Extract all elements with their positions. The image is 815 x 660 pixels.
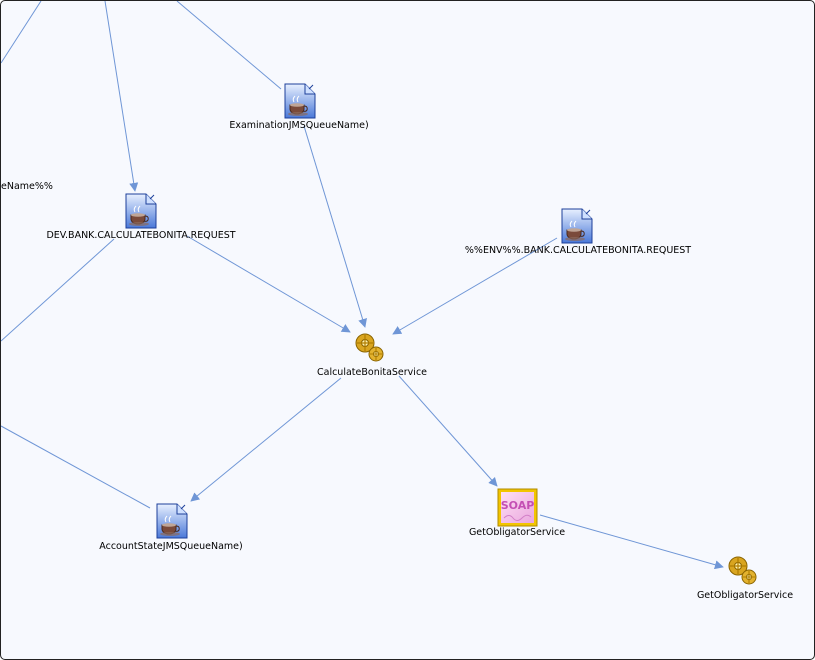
edge-left-to-account-state	[1, 425, 151, 509]
dev-bank-queue-node[interactable]	[122, 193, 158, 234]
service-gear-icon	[727, 554, 759, 586]
edge-examination-to-calc-service	[303, 125, 367, 328]
jms-queue-doc-icon	[153, 503, 189, 539]
calculate-bonita-service-node[interactable]	[354, 331, 386, 368]
edge-offscreen-to-dev-bank	[104, 1, 139, 192]
account-state-queue-node[interactable]	[153, 503, 189, 544]
env-bank-queue-node[interactable]	[558, 208, 594, 249]
edge-calc-service-to-account-state	[190, 377, 342, 502]
get-obligator-soap-label: GetObligatorService	[468, 527, 566, 538]
edge-calc-service-to-soap	[398, 375, 498, 487]
account-state-queue-label: AccountStateJMSQueueName)	[99, 541, 243, 552]
edge-dev-bank-to-left	[1, 238, 115, 342]
get-obligator-soap-node[interactable]: SOAP	[497, 488, 538, 533]
edge-offscreen-left-curve	[1, 1, 42, 64]
edge-dev-bank-to-calc-service	[186, 235, 351, 333]
env-bank-queue-label: %%ENV%%.BANK.CALCULATEBONITA.REQUEST	[464, 245, 692, 256]
calculate-bonita-service-label: CalculateBonitaService	[316, 367, 428, 378]
edge-soap-to-get-obligator	[539, 514, 724, 570]
jms-queue-doc-icon	[558, 208, 594, 244]
edge-offscreen-to-examination	[176, 1, 282, 90]
get-obligator-service-node[interactable]	[727, 554, 759, 591]
jms-queue-doc-icon	[122, 193, 158, 229]
examination-queue-label: ExaminationJMSQueueName)	[229, 120, 369, 131]
svg-text:SOAP: SOAP	[501, 499, 535, 512]
service-gear-icon	[354, 331, 386, 363]
dev-bank-queue-label: DEV.BANK.CALCULATEBONITA.REQUEST	[46, 230, 236, 241]
examination-queue-node[interactable]	[281, 83, 317, 124]
jms-queue-doc-icon	[281, 83, 317, 119]
get-obligator-service-label: GetObligatorService	[696, 590, 794, 601]
edge-env-bank-to-calc-service	[392, 237, 558, 335]
soap-service-icon: SOAP	[497, 488, 538, 527]
left-partial-node-label: eName%%	[1, 181, 53, 192]
